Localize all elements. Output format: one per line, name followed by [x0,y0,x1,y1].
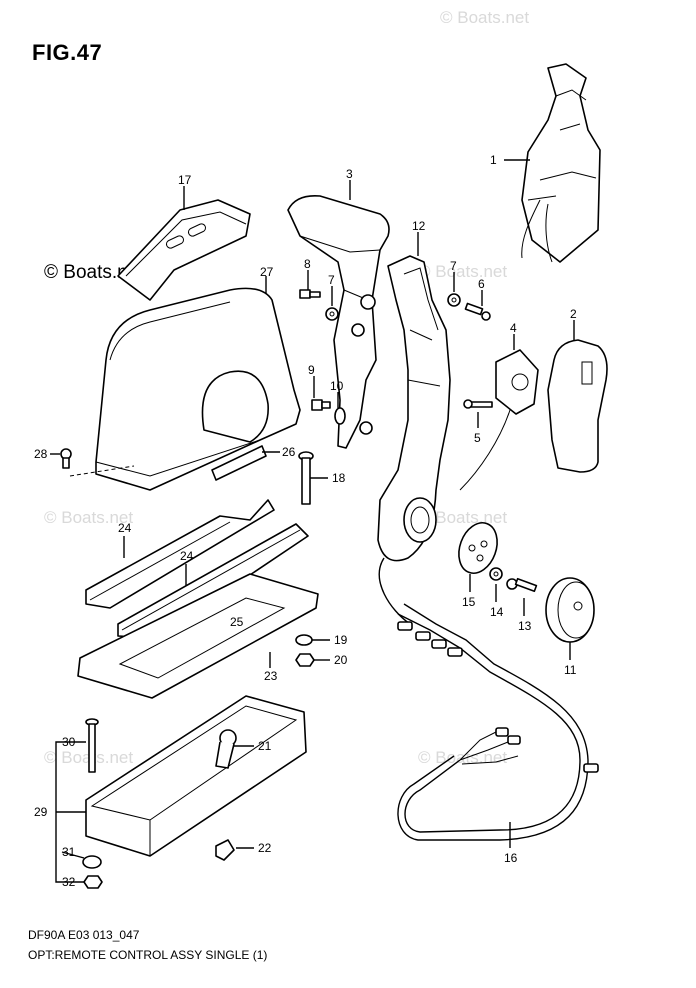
watermark: © Boats.net [44,508,134,527]
part-23-plate[interactable] [77,573,319,699]
part-14-washer[interactable] [489,567,503,602]
part-31-washer[interactable] [82,855,102,869]
part-27-housing[interactable] [95,276,301,491]
callout-2: 2 [570,307,577,321]
part-28-screw[interactable] [50,448,135,477]
part-6-screw[interactable] [464,290,491,321]
callout-9: 9 [308,363,315,377]
callout-31: 31 [62,845,76,859]
part-17-cover[interactable] [117,186,251,301]
part-12-control-arm[interactable] [377,232,451,562]
callout-17: 17 [178,173,192,187]
callout-16: 16 [504,851,518,865]
part-16-harness[interactable] [378,557,599,848]
callout-14: 14 [490,605,504,619]
part-15-grommet[interactable] [452,517,504,592]
part-22-clip[interactable] [215,839,254,861]
part-19-washer[interactable] [295,634,330,646]
part-5-screw[interactable] [463,399,493,428]
callout-22: 22 [258,841,272,855]
part-24-bracket[interactable] [85,499,309,639]
part-20-nut[interactable] [295,653,330,667]
part-21-clip[interactable] [215,729,254,769]
diagram-caption: OPT:REMOTE CONTROL ASSY SINGLE (1) [28,948,268,962]
callout-28: 28 [34,447,48,461]
callout-5: 5 [474,431,481,445]
callout-7-right: 7 [450,259,457,273]
callout-6: 6 [478,277,485,291]
callout-15: 15 [462,595,476,609]
part-1-control-lever[interactable] [504,63,601,263]
part-26-plate[interactable] [211,445,280,481]
part-9-screw[interactable] [311,376,331,411]
callout-8: 8 [304,257,311,271]
part-29-base[interactable] [85,695,307,857]
part-3-lever-bracket[interactable] [287,180,390,449]
group-bracket-29-32 [55,741,86,883]
callout-26: 26 [282,445,296,459]
callout-30: 30 [62,735,76,749]
part-32-nut[interactable] [83,875,103,889]
callout-7-left: 7 [328,273,335,287]
figure-title: FIG.47 [32,40,103,65]
callout-24-bottom: 24 [180,549,194,563]
callout-3: 3 [346,167,353,181]
part-7-washer[interactable] [325,286,339,321]
callout-24-top: 24 [118,521,132,535]
callout-18: 18 [332,471,346,485]
watermark: © Boats.net [418,262,508,281]
watermark: © Boats.net [440,8,530,27]
callout-19: 19 [334,633,348,647]
part-13-screw[interactable] [506,577,538,616]
callout-23: 23 [264,669,278,683]
callout-29: 29 [34,805,48,819]
part-7-washer-right[interactable] [447,272,461,307]
diagram-code: DF90A E03 013_047 [28,928,140,942]
watermark-dark: © Boats.net [44,262,144,283]
part-8-screw[interactable] [299,270,321,299]
callout-13: 13 [518,619,532,633]
callout-21: 21 [258,739,272,753]
callout-10: 10 [330,379,344,393]
callout-labels: 1 2 3 4 5 6 7 7 8 9 10 11 12 13 14 15 16… [34,153,577,889]
callout-27: 27 [260,265,274,279]
callout-32: 32 [62,875,76,889]
part-18-bolt[interactable] [298,451,328,505]
part-11-knob[interactable] [545,577,595,660]
callout-25: 25 [230,615,244,629]
part-30-bolt[interactable] [85,718,99,773]
callout-12: 12 [412,219,426,233]
callout-20: 20 [334,653,348,667]
callout-11: 11 [564,663,577,677]
callout-1: 1 [490,153,497,167]
part-4-switch[interactable] [459,334,539,491]
part-10-washer[interactable] [334,392,346,425]
part-2-grip[interactable] [547,320,608,473]
callout-4: 4 [510,321,517,335]
